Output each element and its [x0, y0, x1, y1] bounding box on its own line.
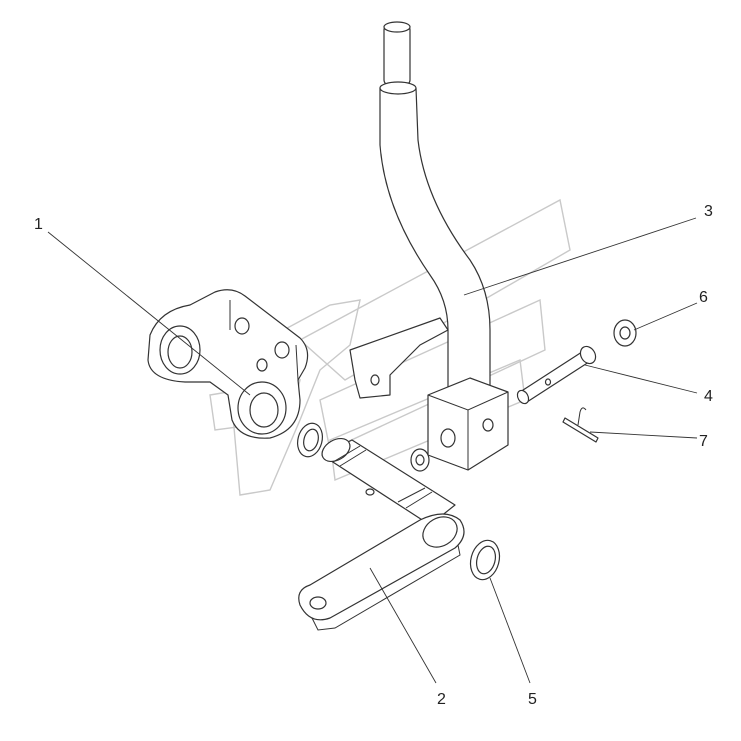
callout-labels: 1 2 3 4 5 6 7 [34, 203, 713, 708]
part-3-shift-lever [349, 21, 509, 471]
callout-2: 2 [437, 691, 446, 708]
part-7-cotter-pin [562, 407, 599, 443]
callout-6: 6 [699, 289, 708, 306]
part-2-lower-lever [298, 437, 465, 631]
part-4-pin [516, 345, 597, 405]
callout-1: 1 [34, 216, 43, 233]
washer-near-block [410, 448, 430, 472]
leader-6 [633, 302, 698, 331]
callout-3: 3 [704, 203, 713, 220]
callout-4: 4 [704, 388, 713, 405]
upper-retaining-ring [297, 422, 323, 458]
part-6-washer [613, 319, 637, 347]
leader-2 [369, 567, 437, 684]
leader-5 [489, 577, 531, 684]
leader-lines [47, 217, 698, 684]
part-5-retaining-ring [469, 539, 501, 581]
callout-5: 5 [528, 691, 537, 708]
callout-7: 7 [699, 433, 708, 450]
leader-7 [589, 431, 698, 439]
part-1-bracket [147, 289, 309, 439]
leader-4 [584, 364, 698, 394]
leader-1 [47, 231, 251, 396]
leader-3 [463, 217, 697, 296]
